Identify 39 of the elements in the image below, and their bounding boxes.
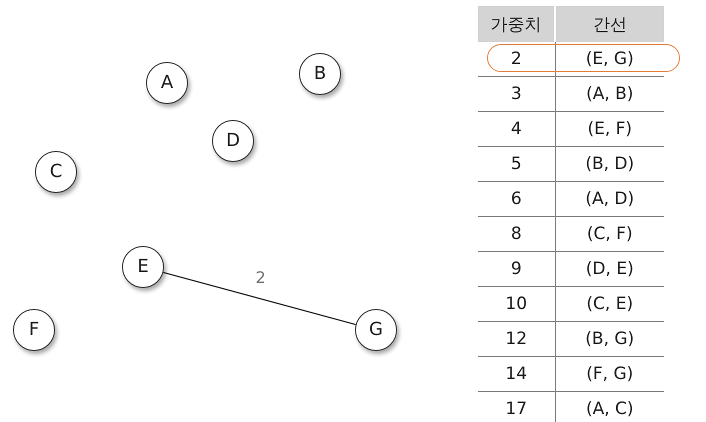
table-cell: 5 [478, 146, 555, 182]
header-cell: 간선 [555, 6, 664, 42]
table-cell: (C, E) [555, 286, 664, 322]
table-cell: 8 [478, 216, 555, 252]
table-cell: (B, D) [555, 146, 664, 182]
table-cell: (E, F) [555, 112, 664, 146]
table-cell: (B, G) [555, 322, 664, 356]
vertex-label: E [137, 258, 149, 276]
table-cell: 12 [478, 322, 555, 356]
vertex-circle [146, 62, 188, 104]
vertex-circle [35, 151, 77, 193]
table-cell: 10 [478, 286, 555, 322]
table-cell: 9 [478, 252, 555, 286]
table-cell: 14 [478, 356, 555, 392]
table-cell: (F, G) [555, 356, 664, 392]
vertex-label: G [369, 321, 383, 339]
vertex-label: A [160, 74, 174, 92]
table-cell: 4 [478, 112, 555, 146]
table-cell: (A, B) [555, 76, 664, 112]
vertex-circle [13, 309, 55, 351]
header-cell: 가중치 [478, 6, 555, 42]
vertex-circle [299, 53, 341, 95]
table-cell: (A, C) [555, 392, 664, 422]
vertex-label: F [28, 321, 40, 339]
table-cell: (E, G) [555, 42, 664, 76]
vertex-circle [122, 246, 164, 288]
table-cell: 2 [478, 42, 555, 76]
table-cell: (A, D) [555, 182, 664, 216]
table-cell: 3 [478, 76, 555, 112]
table-cell: 17 [478, 392, 555, 422]
vertex-circle [212, 120, 254, 162]
vertex-label: D [226, 132, 240, 150]
vertex-circle [355, 309, 397, 351]
vertex-label: C [50, 163, 62, 181]
table-cell: 6 [478, 182, 555, 216]
table-cell: (D, E) [555, 252, 664, 286]
edge-line [163, 272, 356, 326]
table-cell: (C, F) [555, 216, 664, 252]
vertex-label: B [314, 65, 326, 83]
